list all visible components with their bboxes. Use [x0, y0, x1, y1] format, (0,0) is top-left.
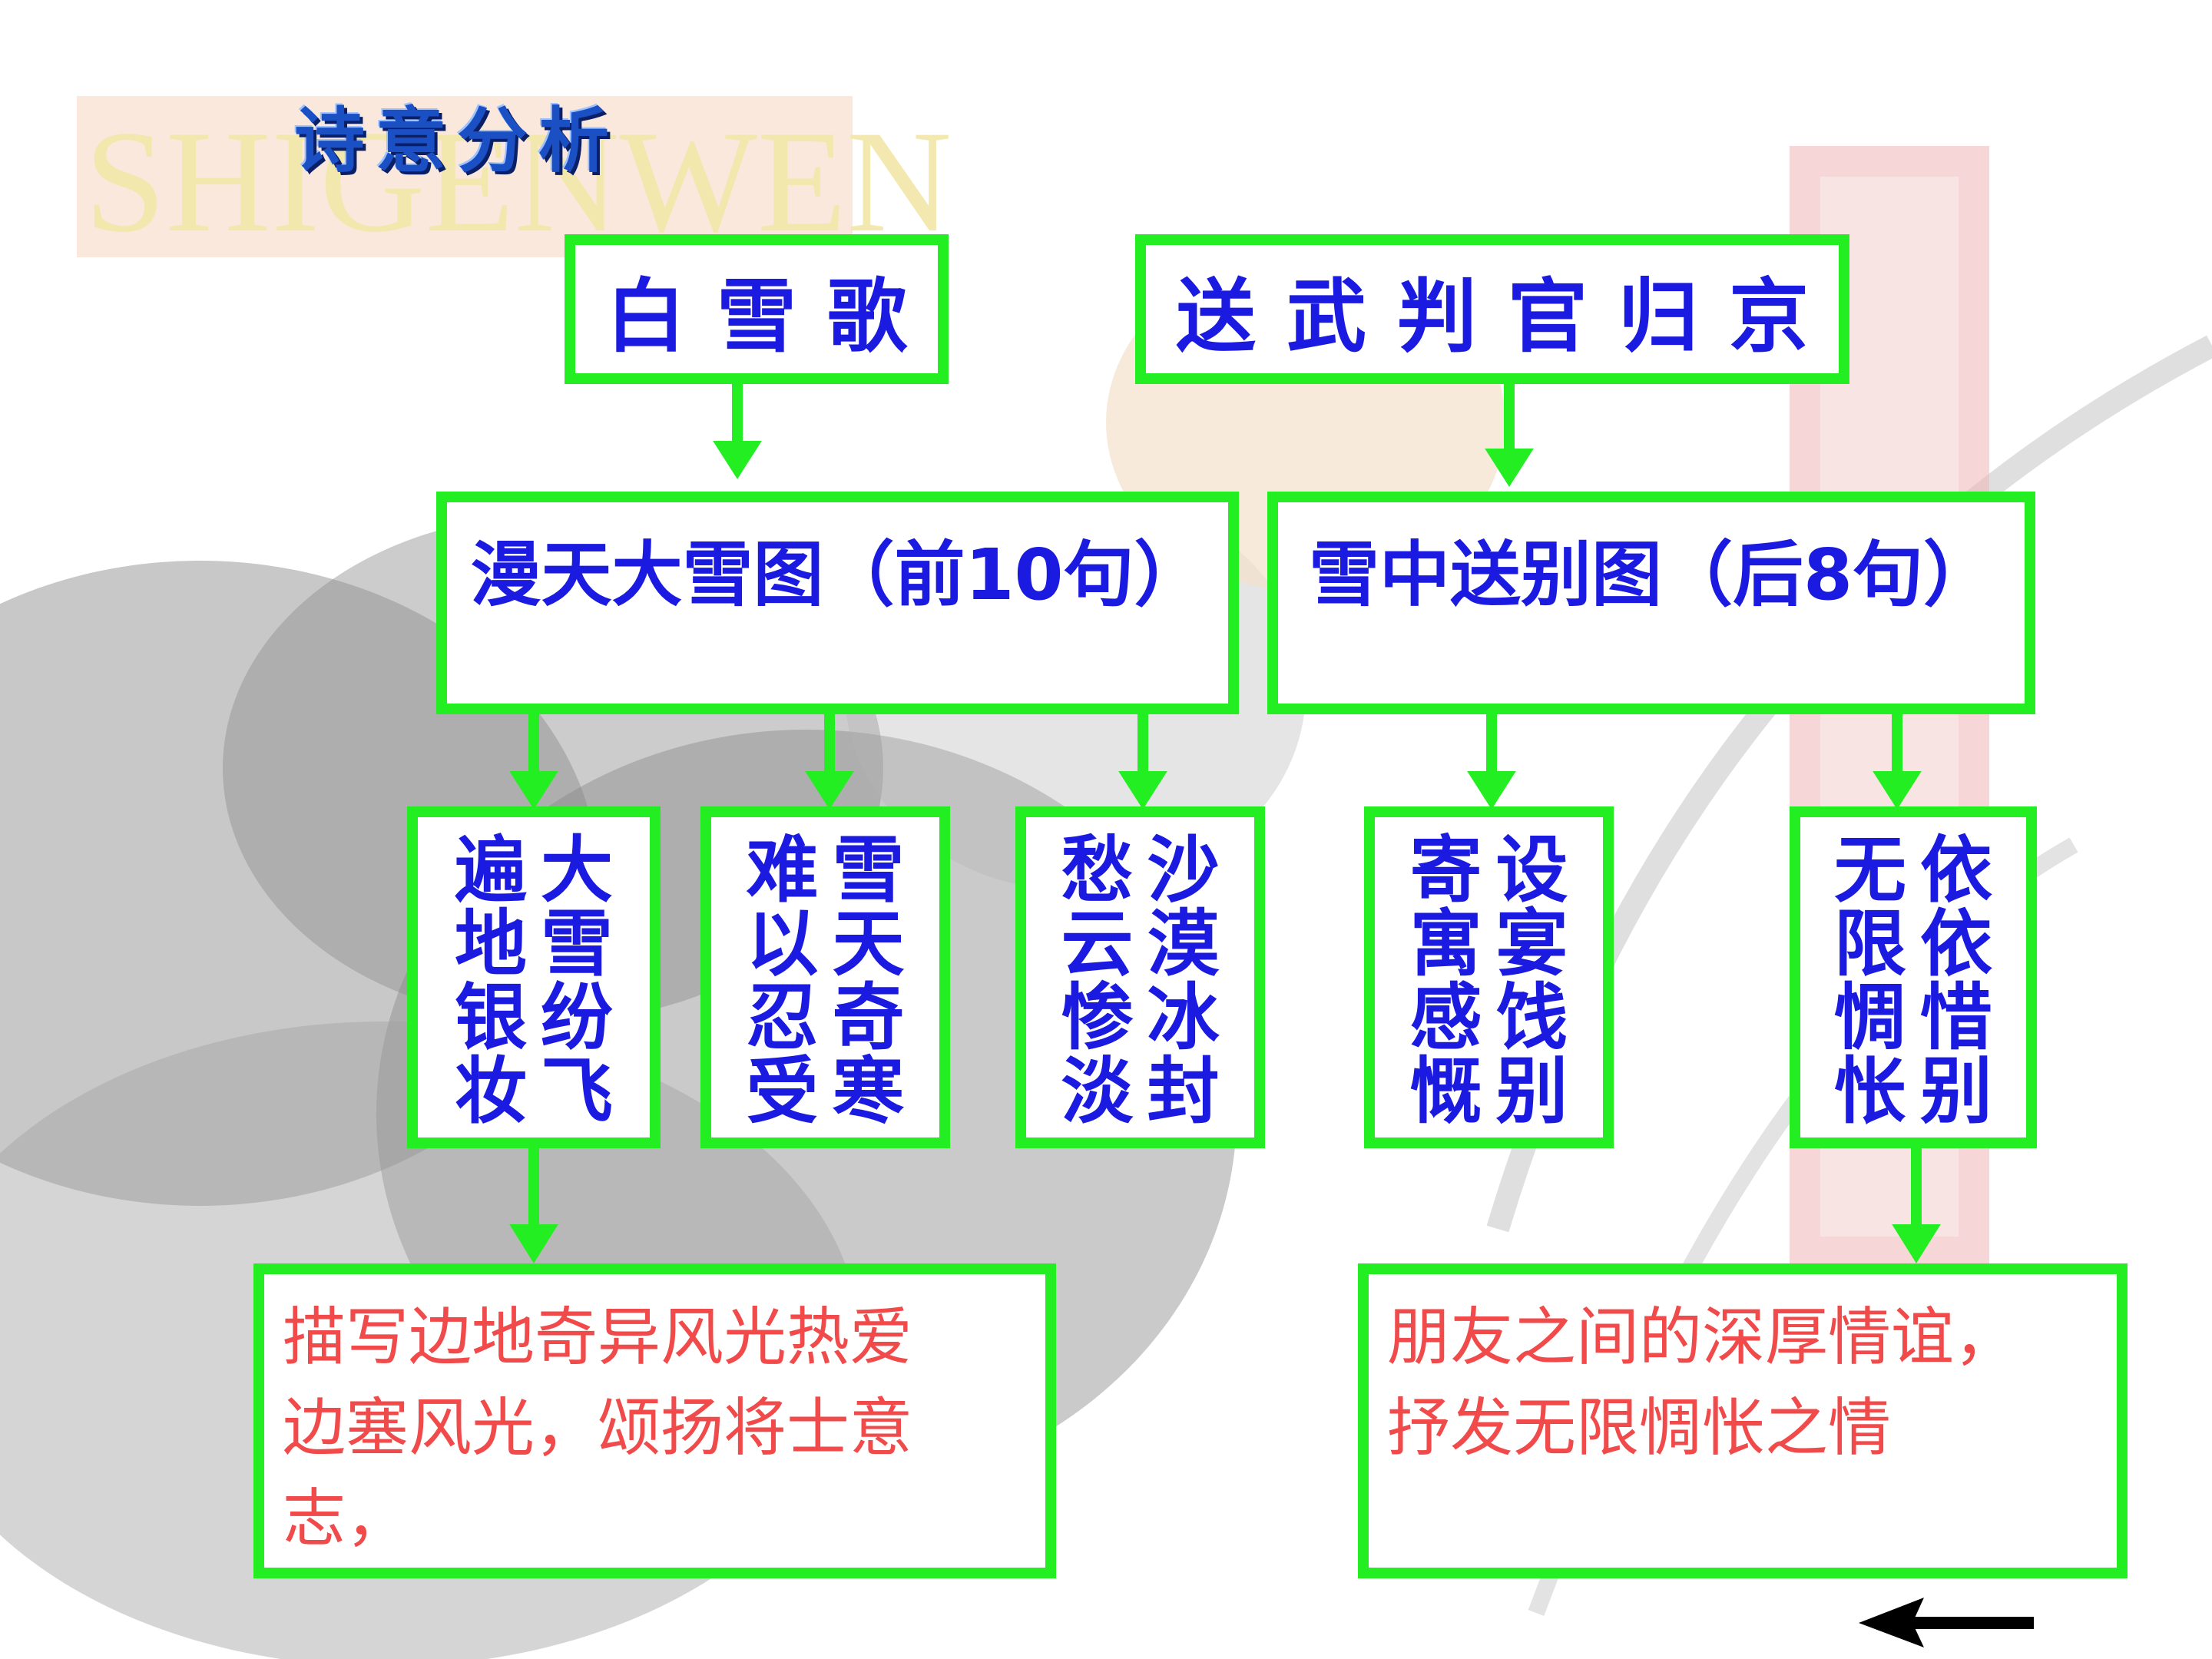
phrase-column: 大雪纷飞	[540, 829, 613, 1134]
summary-line: 志，	[283, 1482, 409, 1555]
phrase-box-1: 大雪纷飞 遍地银妆	[407, 806, 661, 1148]
summary-box-left: 描写边地奇异风光热爱 边塞风光，颂扬将士意 志，	[253, 1263, 1056, 1578]
phrase-box-3: 沙漠冰封 愁云惨淡	[1015, 806, 1265, 1148]
arrow-poem2-to-scene2	[1485, 369, 1534, 487]
summary-line: 描写边地奇异风光热爱	[283, 1301, 913, 1374]
scene-label: 漫天大雪图（前10句）	[470, 534, 1205, 616]
phrase-column: 设宴饯别	[1495, 829, 1568, 1134]
summary-line: 朋友之间的深厚情谊，	[1387, 1301, 2018, 1374]
arrow-scene2-to-phrase4	[1467, 714, 1516, 810]
arrow-scene1-to-phrase2	[805, 714, 854, 810]
scene-label: 雪中送别图（后8句）	[1308, 534, 1994, 616]
slide-title: 诗意分析	[293, 100, 620, 182]
phrase-column: 愁云惨淡	[1061, 829, 1134, 1134]
summary-box-right: 朋友之间的深厚情谊， 抒发无限惆怅之情	[1358, 1263, 2128, 1578]
phrase-column: 沙漠冰封	[1147, 829, 1220, 1134]
arrow-phrase5-to-summary2	[1892, 1144, 1941, 1263]
phrase-column: 寄寓感慨	[1409, 829, 1482, 1134]
phrase-column: 依依惜别	[1919, 829, 1992, 1134]
phrase-box-4: 设宴饯别 寄寓感慨	[1364, 806, 1614, 1148]
poem-box-songwupanguan: 送武判官归京	[1135, 234, 1849, 384]
phrase-column: 遍地银妆	[454, 829, 527, 1134]
arrow-poem1-to-scene1	[713, 369, 762, 479]
phrase-column: 雪天奇寒	[832, 829, 905, 1134]
scene-box-farewell: 雪中送别图（后8句）	[1267, 492, 2035, 714]
summary-line: 抒发无限惆怅之情	[1387, 1392, 1892, 1465]
phrase-box-5: 依依惜别 无限惆怅	[1790, 806, 2037, 1148]
arrow-phrase1-to-summary1	[509, 1144, 558, 1263]
arrow-scene1-to-phrase1	[509, 714, 558, 810]
arrow-scene1-to-phrase3	[1118, 714, 1167, 810]
poem-box-baixuege: 白雪歌	[565, 234, 949, 384]
phrase-column: 无限惆怅	[1833, 829, 1906, 1134]
phrase-box-2: 雪天奇寒 难以忍受	[700, 806, 950, 1148]
summary-line: 边塞风光，颂扬将士意	[283, 1392, 913, 1465]
arrow-scene2-to-phrase5	[1873, 714, 1922, 810]
poem-title: 送武判官归京	[1175, 270, 1839, 363]
phrase-column: 难以忍受	[746, 829, 819, 1134]
scene-box-snowfall: 漫天大雪图（前10句）	[436, 492, 1239, 714]
poem-title: 白雪歌	[605, 270, 938, 363]
arrow-left-icon[interactable]	[1859, 1594, 2035, 1651]
